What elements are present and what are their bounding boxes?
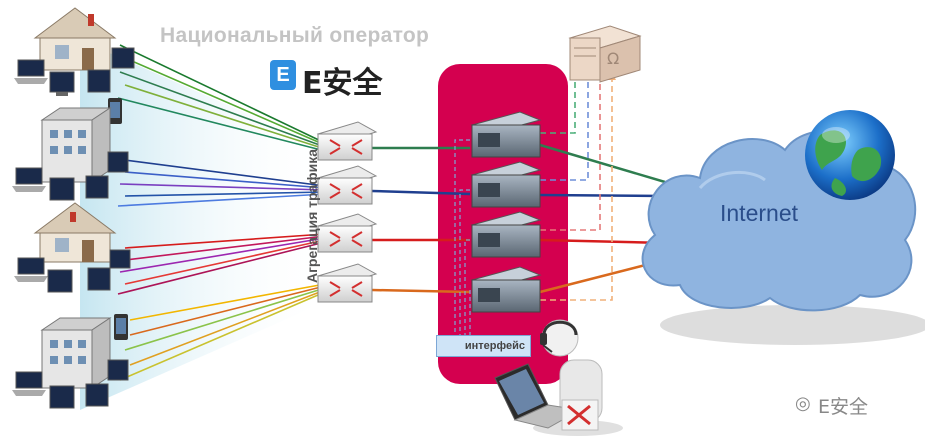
server-icon: [470, 161, 542, 208]
server-icon: [470, 266, 542, 313]
logo-text: E安全: [302, 66, 383, 101]
client-group-office-1: [40, 107, 112, 183]
cloud-shadow: [660, 305, 925, 345]
phone-icon: [108, 98, 122, 124]
phone-icon: [114, 314, 128, 340]
trunk-lines: [371, 146, 471, 294]
logo-badge: E: [270, 60, 296, 90]
server-icon: [470, 111, 542, 158]
globe-icon: [805, 110, 895, 200]
switch-icon: [316, 165, 378, 205]
watermark-text: E安全: [818, 396, 869, 418]
page-title: Национальный оператор: [160, 24, 430, 47]
svg-text:Ω: Ω: [607, 49, 619, 68]
laptop-icon: [14, 249, 131, 293]
access-lines: [117, 44, 326, 381]
storage-tower-icon: Ω: [568, 25, 642, 83]
client-group-office-2: [40, 317, 112, 389]
wechat-icon: ◎: [795, 393, 811, 413]
switch-icon: [316, 121, 378, 161]
internet-label: Internet: [720, 200, 798, 226]
interface-box: интерфейс: [436, 335, 531, 357]
client-group-house-1: [33, 7, 117, 71]
laptop-icon: [12, 151, 129, 201]
server-icon: [470, 211, 542, 258]
aggregation-label: Агрегация трафика: [304, 149, 320, 284]
switch-icon: [316, 263, 378, 303]
laptop-icon: [14, 47, 135, 96]
client-group-house-2: [33, 202, 117, 263]
management-lines: [454, 139, 471, 335]
brand-logo: E E安全: [270, 58, 420, 101]
operator-icon: [494, 319, 623, 436]
laptop-icon: [12, 359, 129, 409]
switch-icon: [316, 213, 378, 253]
